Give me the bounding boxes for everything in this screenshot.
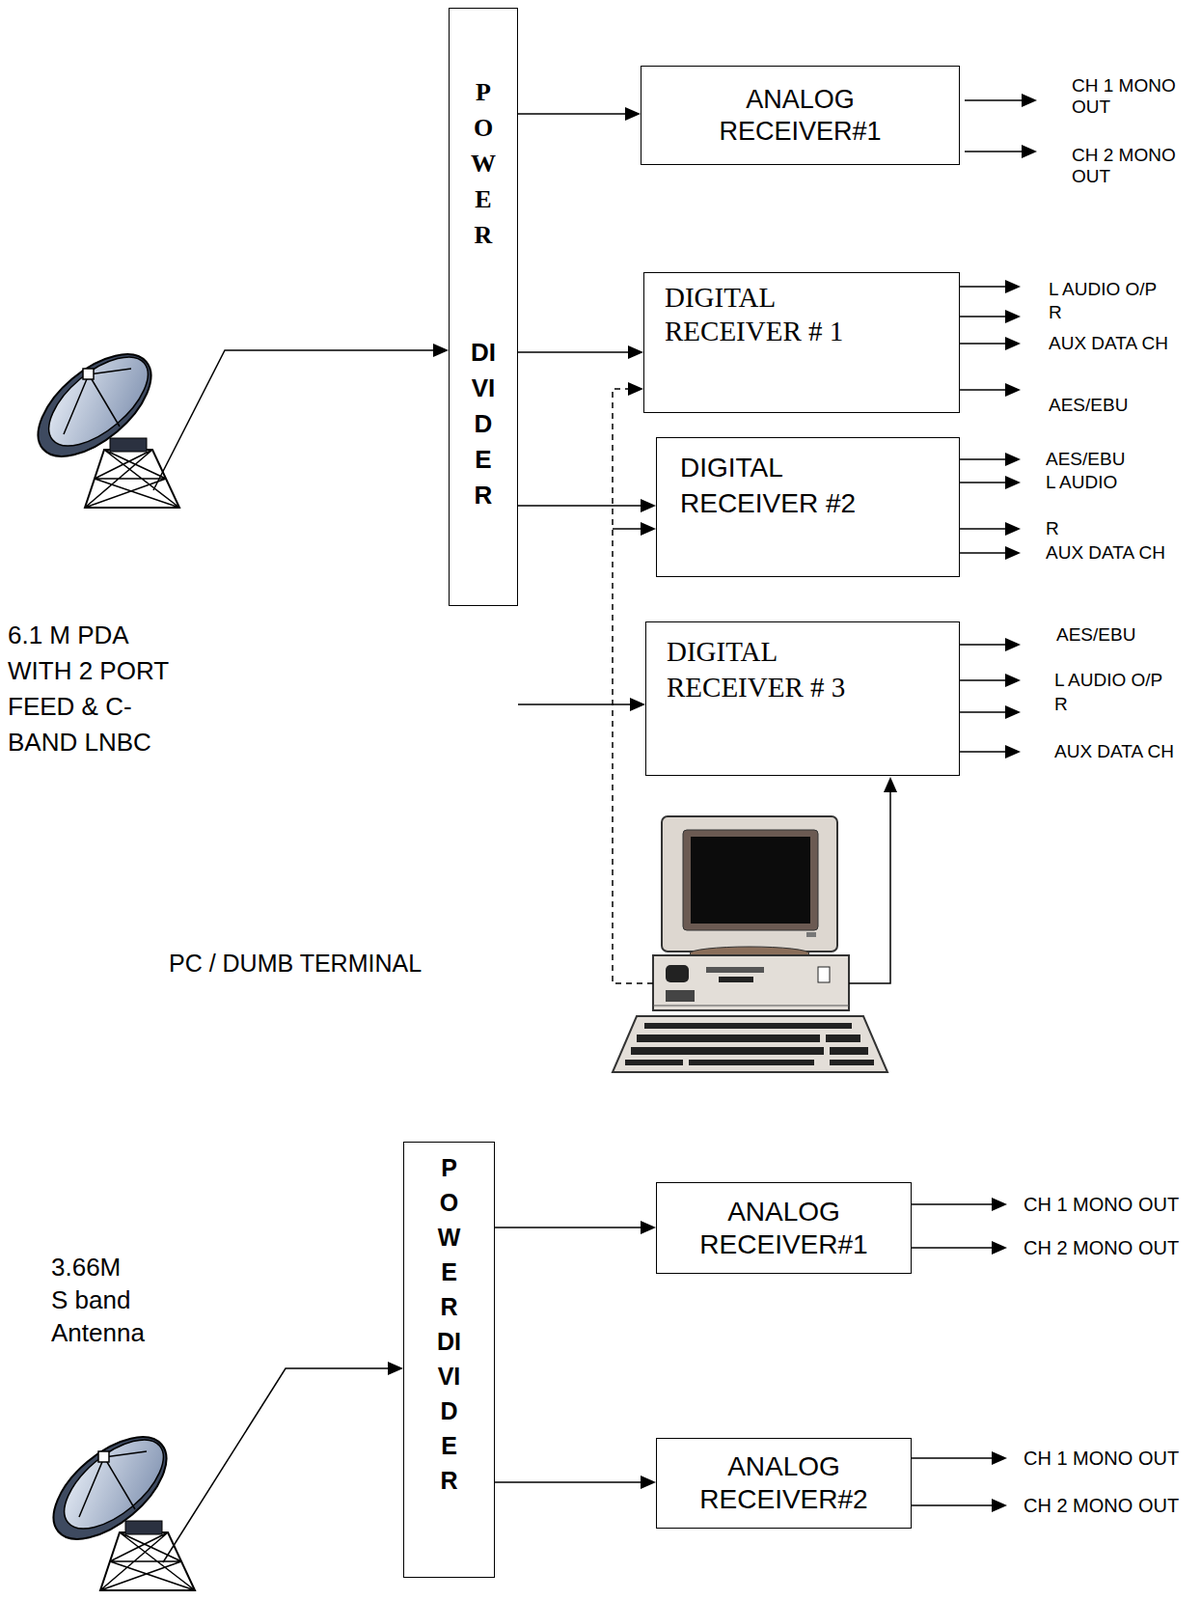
- output-label: L AUDIO O/P: [1048, 278, 1157, 301]
- box-title: ANALOG RECEIVER#1: [682, 1195, 886, 1261]
- connector-line: [518, 112, 627, 115]
- signal-arrow: [518, 498, 656, 513]
- connector-line: [518, 351, 629, 354]
- antenna-cable: [153, 350, 435, 1562]
- arrowhead: [991, 93, 1038, 1512]
- analog-receiver: ANALOG RECEIVER#2: [655, 1437, 912, 1529]
- output-label: CH 1 MONO OUT: [1071, 75, 1188, 118]
- output-label: AUX DATA CH: [1045, 542, 1166, 564]
- output-label: R: [1054, 693, 1068, 715]
- output-label: AUX DATA CH: [1054, 740, 1174, 763]
- analog-receiver: ANALOG RECEIVER#1: [640, 65, 960, 165]
- output-label: CH 2 MONO OUT: [1023, 1236, 1179, 1259]
- signal-arrow: [518, 345, 644, 359]
- digital-receiver: DIGITAL RECEIVER # 3: [645, 621, 960, 776]
- connector-line: [494, 1226, 642, 1229]
- output-label: CH 2 MONO OUT: [1023, 1494, 1179, 1517]
- box-title: DIGITAL RECEIVER # 1: [664, 280, 887, 349]
- vertical-title: POWER: [470, 74, 496, 253]
- box-title: ANALOG RECEIVER#2: [682, 1449, 886, 1516]
- pc-illustration: [612, 816, 888, 1072]
- terminal-label: PC / DUMB TERMINAL: [168, 949, 422, 978]
- arrowhead: [640, 498, 656, 513]
- signal-arrow: [494, 1220, 656, 1234]
- analog-receiver: ANALOG RECEIVER#1: [655, 1181, 912, 1274]
- output-label: R: [1048, 301, 1063, 324]
- arrowhead: [640, 1220, 656, 1234]
- antenna-label: 6.1 M PDA WITH 2 PORT FEED & C-BAND LNBC: [7, 617, 182, 761]
- output-label: L AUDIO: [1045, 471, 1118, 493]
- box-title: DIGITAL RECEIVER # 3: [666, 633, 889, 706]
- arrowhead: [640, 1474, 656, 1489]
- output-label: AES/EBU: [1048, 394, 1128, 416]
- output-label: CH 2 MONO OUT: [1071, 144, 1188, 188]
- signal-arrow: [518, 107, 641, 121]
- digital-receiver: DIGITAL RECEIVER #2: [655, 436, 960, 577]
- box-title: ANALOG RECEIVER#1: [704, 83, 898, 148]
- satellite-dish: [20, 334, 180, 508]
- output-label: CH 1 MONO OUT: [1023, 1446, 1179, 1470]
- vertical-title: DIVIDER: [470, 334, 496, 514]
- output-label: L AUDIO O/P: [1054, 669, 1163, 691]
- arrowhead: [625, 107, 641, 121]
- box-title: DIGITAL RECEIVER #2: [680, 449, 902, 521]
- connector-line: [494, 1480, 642, 1483]
- antenna-label: 3.66M S band Antenna: [51, 1250, 138, 1349]
- output-label: R: [1045, 518, 1060, 540]
- signal-arrow: [494, 1474, 656, 1489]
- power-divider: POWER DIVIDER: [448, 7, 519, 606]
- output-label: AES/EBU: [1056, 624, 1136, 646]
- arrowhead: [627, 345, 644, 359]
- connector-line: [518, 504, 642, 507]
- output-label: AES/EBU: [1045, 448, 1125, 470]
- output-label: AUX DATA CH: [1048, 332, 1169, 355]
- power-divider: POWERDIVIDER: [403, 1141, 495, 1578]
- satellite-dish: [35, 1417, 195, 1590]
- vertical-title: POWERDIVIDER: [436, 1149, 462, 1498]
- digital-receiver: DIGITAL RECEIVER # 1: [643, 272, 960, 413]
- output-label: CH 1 MONO OUT: [1023, 1193, 1179, 1216]
